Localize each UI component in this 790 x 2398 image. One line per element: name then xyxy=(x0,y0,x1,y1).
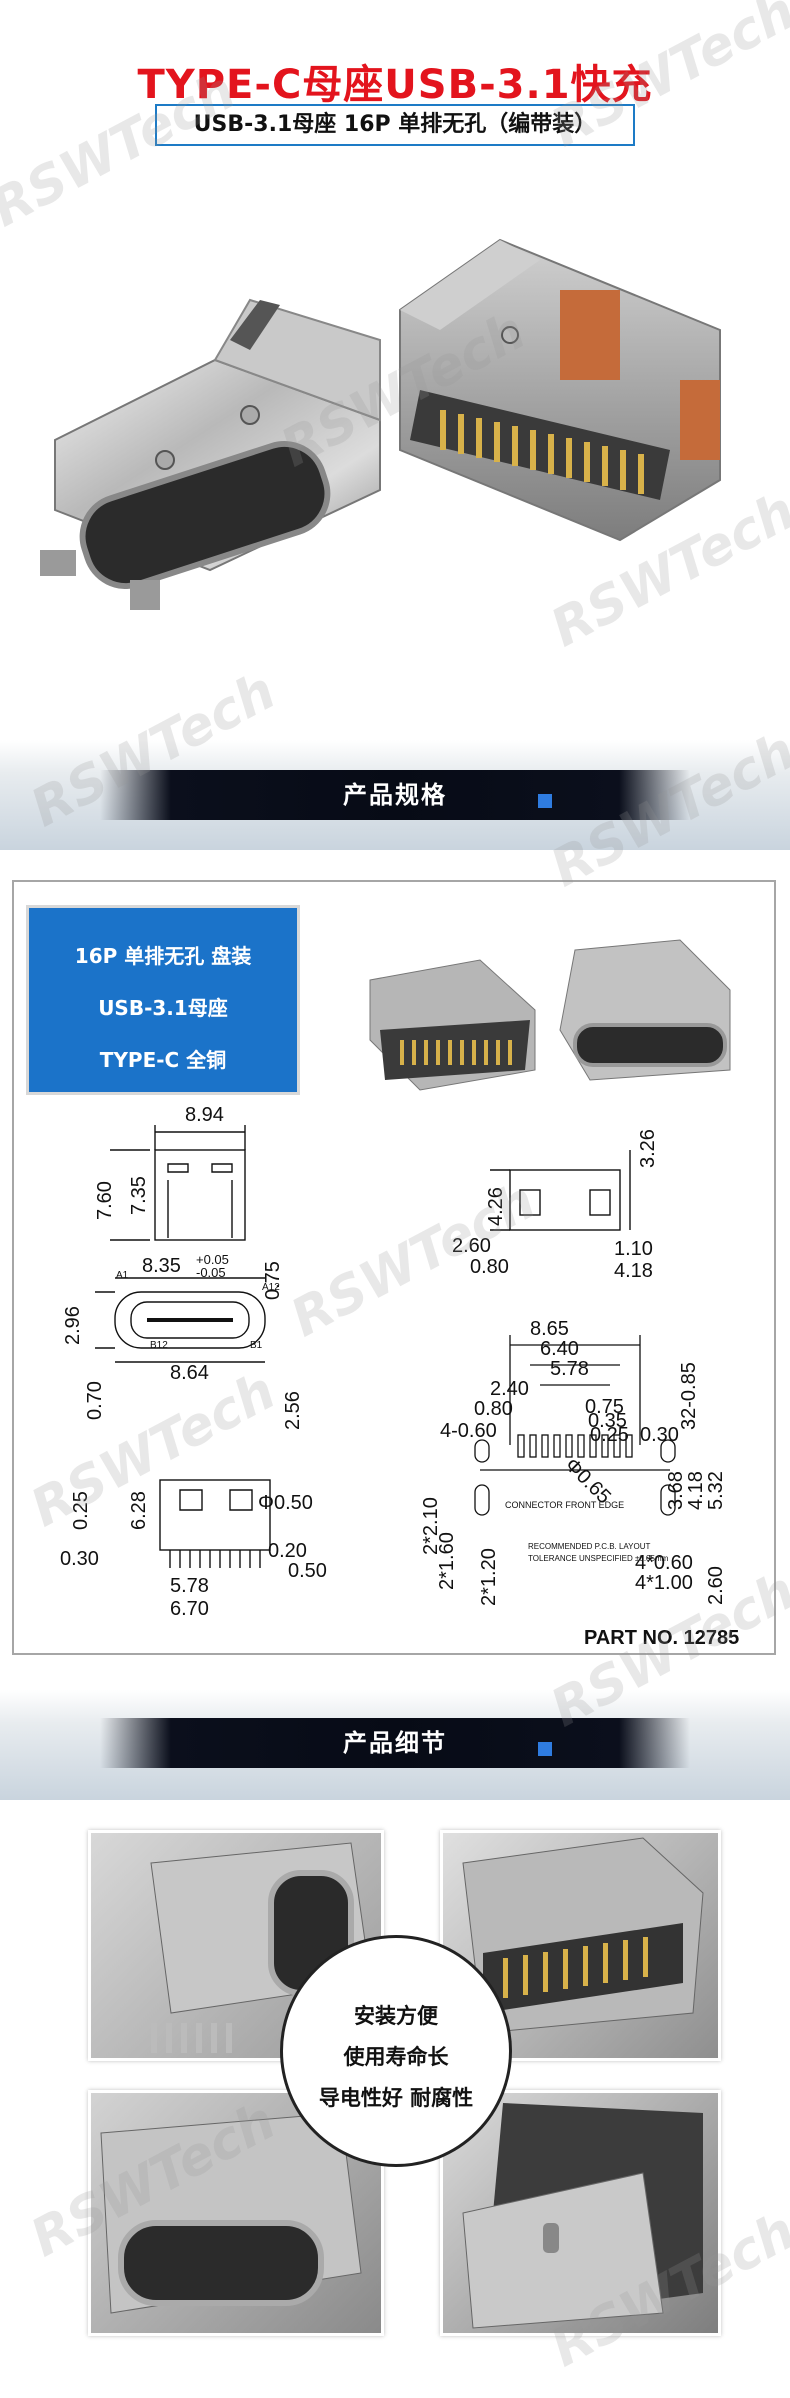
dim-3-26: 3.26 xyxy=(637,1129,659,1168)
detail-photo-top-right xyxy=(440,1830,721,2061)
pin-b1: B1 xyxy=(250,1340,263,1351)
left-connector xyxy=(40,298,381,610)
badge-line-1: 安装方便 xyxy=(354,2004,438,2028)
badge-line-2: 使用寿命长 xyxy=(343,2045,449,2069)
dim-0-50: 0.50 xyxy=(288,1560,327,1582)
dim-4-1-00: 4*1.00 xyxy=(635,1572,693,1594)
pcb-note-2: TOLERANCE UNSPECIFIED ±0.05mm xyxy=(528,1554,669,1563)
dim-5-78: 5.78 xyxy=(170,1575,209,1597)
dim-0-25b: 0.25 xyxy=(590,1424,629,1446)
dim-phi-0-50: Φ0.50 xyxy=(258,1492,313,1514)
dim-0-75: 0.75 xyxy=(262,1261,284,1300)
dim-2-60b: 2.60 xyxy=(705,1566,727,1605)
detail-photo-bottom-left xyxy=(88,2090,384,2336)
dim-6-28: 6.28 xyxy=(128,1491,150,1530)
dim-8-64: 8.64 xyxy=(170,1362,209,1384)
section-title-detail: 产品细节 xyxy=(343,1729,447,1757)
dim-0-80: 0.80 xyxy=(470,1256,509,1278)
dim-7-35: 7.35 xyxy=(128,1176,150,1215)
spec-line-1: 16P 单排无孔 盘装 xyxy=(74,944,252,968)
section-title-spec: 产品规格 xyxy=(343,781,447,809)
dim-0-30b: 0.30 xyxy=(640,1424,679,1446)
dim-2-1-20: 2*1.20 xyxy=(478,1548,500,1606)
dim-2-1-60: 2*1.60 xyxy=(436,1532,458,1590)
detail-photo-bottom-right xyxy=(440,2090,721,2336)
pcb-note-1: RECOMMENDED P.C.B. LAYOUT xyxy=(528,1542,651,1551)
page-title: TYPE-C母座USB-3.1快充 xyxy=(137,62,653,108)
spec-photo xyxy=(360,930,750,1100)
drawing-mouth-view xyxy=(95,1277,266,1363)
dim-tol-plus: +0.05 xyxy=(196,1252,229,1267)
spec-line-2: USB-3.1母座 xyxy=(98,996,228,1020)
dim-4-0-60: 4-0.60 xyxy=(440,1420,497,1442)
dim-2-60: 2.60 xyxy=(452,1235,491,1257)
dim-0-80b: 0.80 xyxy=(474,1398,513,1420)
dim-4-26: 4.26 xyxy=(485,1187,507,1226)
drawing-top-side xyxy=(490,1150,631,1231)
dim-tol-minus: -0.05 xyxy=(196,1265,226,1280)
drawing-side-view xyxy=(159,1479,271,1568)
banner-accent-square-2 xyxy=(538,1742,552,1756)
dim-0-20: 0.20 xyxy=(268,1540,307,1562)
drawing-front-view xyxy=(110,1125,246,1241)
dim-0-75b: 0.75 xyxy=(585,1396,624,1418)
dim-8-94: 8.94 xyxy=(185,1104,224,1126)
product-photo-hero xyxy=(20,160,770,680)
spec-line-3: TYPE-C 全铜 xyxy=(99,1048,227,1072)
pin-b12: B12 xyxy=(150,1340,168,1351)
dim-8-65: 8.65 xyxy=(530,1318,569,1340)
badge-line-3: 导电性好 耐腐性 xyxy=(318,2086,474,2110)
part-number: PART NO. 12785 xyxy=(584,1627,740,1649)
dim-2-40: 2.40 xyxy=(490,1378,529,1400)
dim-2-56: 2.56 xyxy=(282,1391,304,1430)
dim-0-25: 0.25 xyxy=(70,1491,92,1530)
dim-6-40: 6.40 xyxy=(540,1338,579,1360)
page-subtitle: USB-3.1母座 16P 单排无孔（编带装） xyxy=(155,104,635,146)
section-banner-detail: 产品细节 xyxy=(100,1718,690,1768)
conn-note: CONNECTOR FRONT EDGE xyxy=(505,1500,625,1510)
dim-4-18: 4.18 xyxy=(614,1260,653,1282)
dim-0-70: 0.70 xyxy=(84,1381,106,1420)
dim-2-96: 2.96 xyxy=(62,1306,84,1345)
dim-0-35: 0.35 xyxy=(588,1410,627,1432)
banner-accent-square xyxy=(538,794,552,808)
dim-5-32: 5.32 xyxy=(705,1471,727,1510)
pin-a1: A1 xyxy=(116,1270,129,1281)
dim-32-0-85: 32-0.85 xyxy=(678,1362,700,1430)
dim-5-78b: 5.78 xyxy=(550,1358,589,1380)
dim-0-30: 0.30 xyxy=(60,1548,99,1570)
dim-6-70: 6.70 xyxy=(170,1598,209,1620)
section-banner-spec: 产品规格 xyxy=(100,770,690,820)
feature-badge: 安装方便 使用寿命长 导电性好 耐腐性 xyxy=(280,1935,512,2167)
spec-summary-box: 16P 单排无孔 盘装 USB-3.1母座 TYPE-C 全铜 xyxy=(26,905,300,1095)
right-connector xyxy=(399,238,721,542)
dim-7-60: 7.60 xyxy=(94,1181,116,1220)
drawing-pcb-layout xyxy=(474,1335,676,1516)
dim-1-10: 1.10 xyxy=(614,1238,653,1260)
pin-a12: A12 xyxy=(262,1282,280,1293)
connector-illustration xyxy=(40,238,721,610)
dim-4-0-60b: 4*0.60 xyxy=(635,1552,693,1574)
dim-8-35: 8.35 xyxy=(142,1255,181,1277)
